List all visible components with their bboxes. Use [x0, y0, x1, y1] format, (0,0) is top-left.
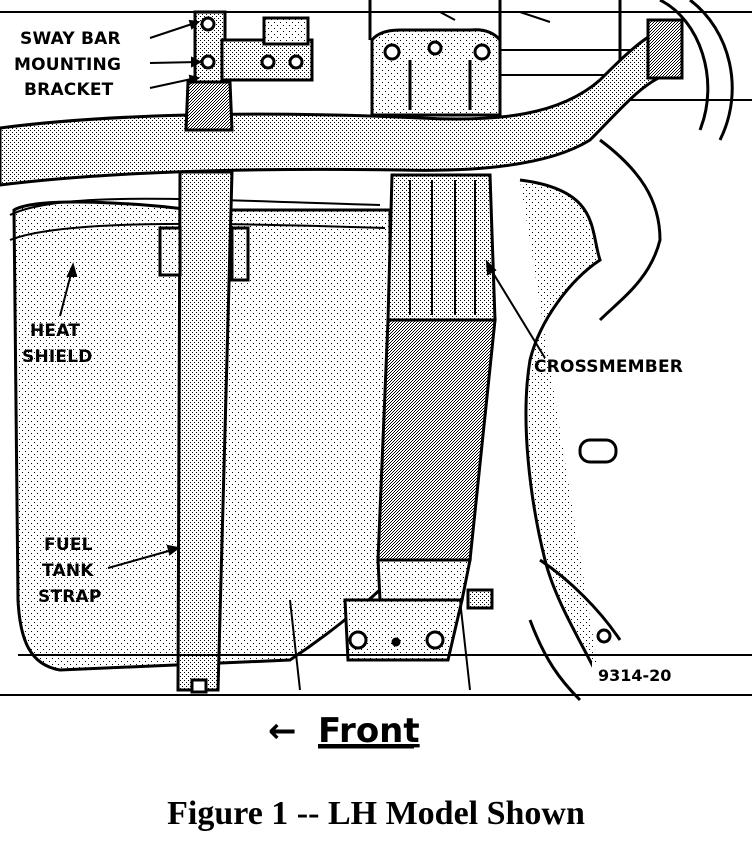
label-heat-shield-1: HEAT: [30, 321, 80, 341]
front-direction-indicator: ← Front: [268, 711, 420, 751]
label-fuel-strap-1: FUEL: [44, 535, 93, 555]
sway-bar-mounting-bracket: [184, 10, 314, 132]
label-fuel-strap-3: STRAP: [38, 587, 102, 607]
front-label: Front: [318, 711, 420, 751]
lower-frame: [0, 599, 752, 696]
callout-labels: SWAY BAR MOUNTING BRACKET HEAT SHIELD CR…: [14, 29, 683, 686]
label-fuel-strap-2: TANK: [42, 561, 94, 581]
label-sway-bar-1: SWAY BAR: [20, 29, 121, 49]
label-crossmember: CROSSMEMBER: [534, 357, 683, 377]
crossmember: [343, 173, 497, 662]
drawing-number: 9314-20: [598, 666, 671, 685]
figure-caption: Figure 1 -- LH Model Shown: [167, 795, 585, 832]
label-sway-bar-2: MOUNTING: [14, 55, 121, 75]
upper-mount: [370, 28, 502, 117]
body-panel-right: [519, 138, 662, 702]
label-sway-bar-3: BRACKET: [24, 80, 114, 100]
front-arrow-icon: ←: [268, 711, 297, 751]
label-heat-shield-2: SHIELD: [22, 347, 93, 367]
leader-lines: [59, 11, 551, 569]
fuel-tank-strap: [158, 170, 250, 694]
sway-bar: [0, 18, 684, 187]
